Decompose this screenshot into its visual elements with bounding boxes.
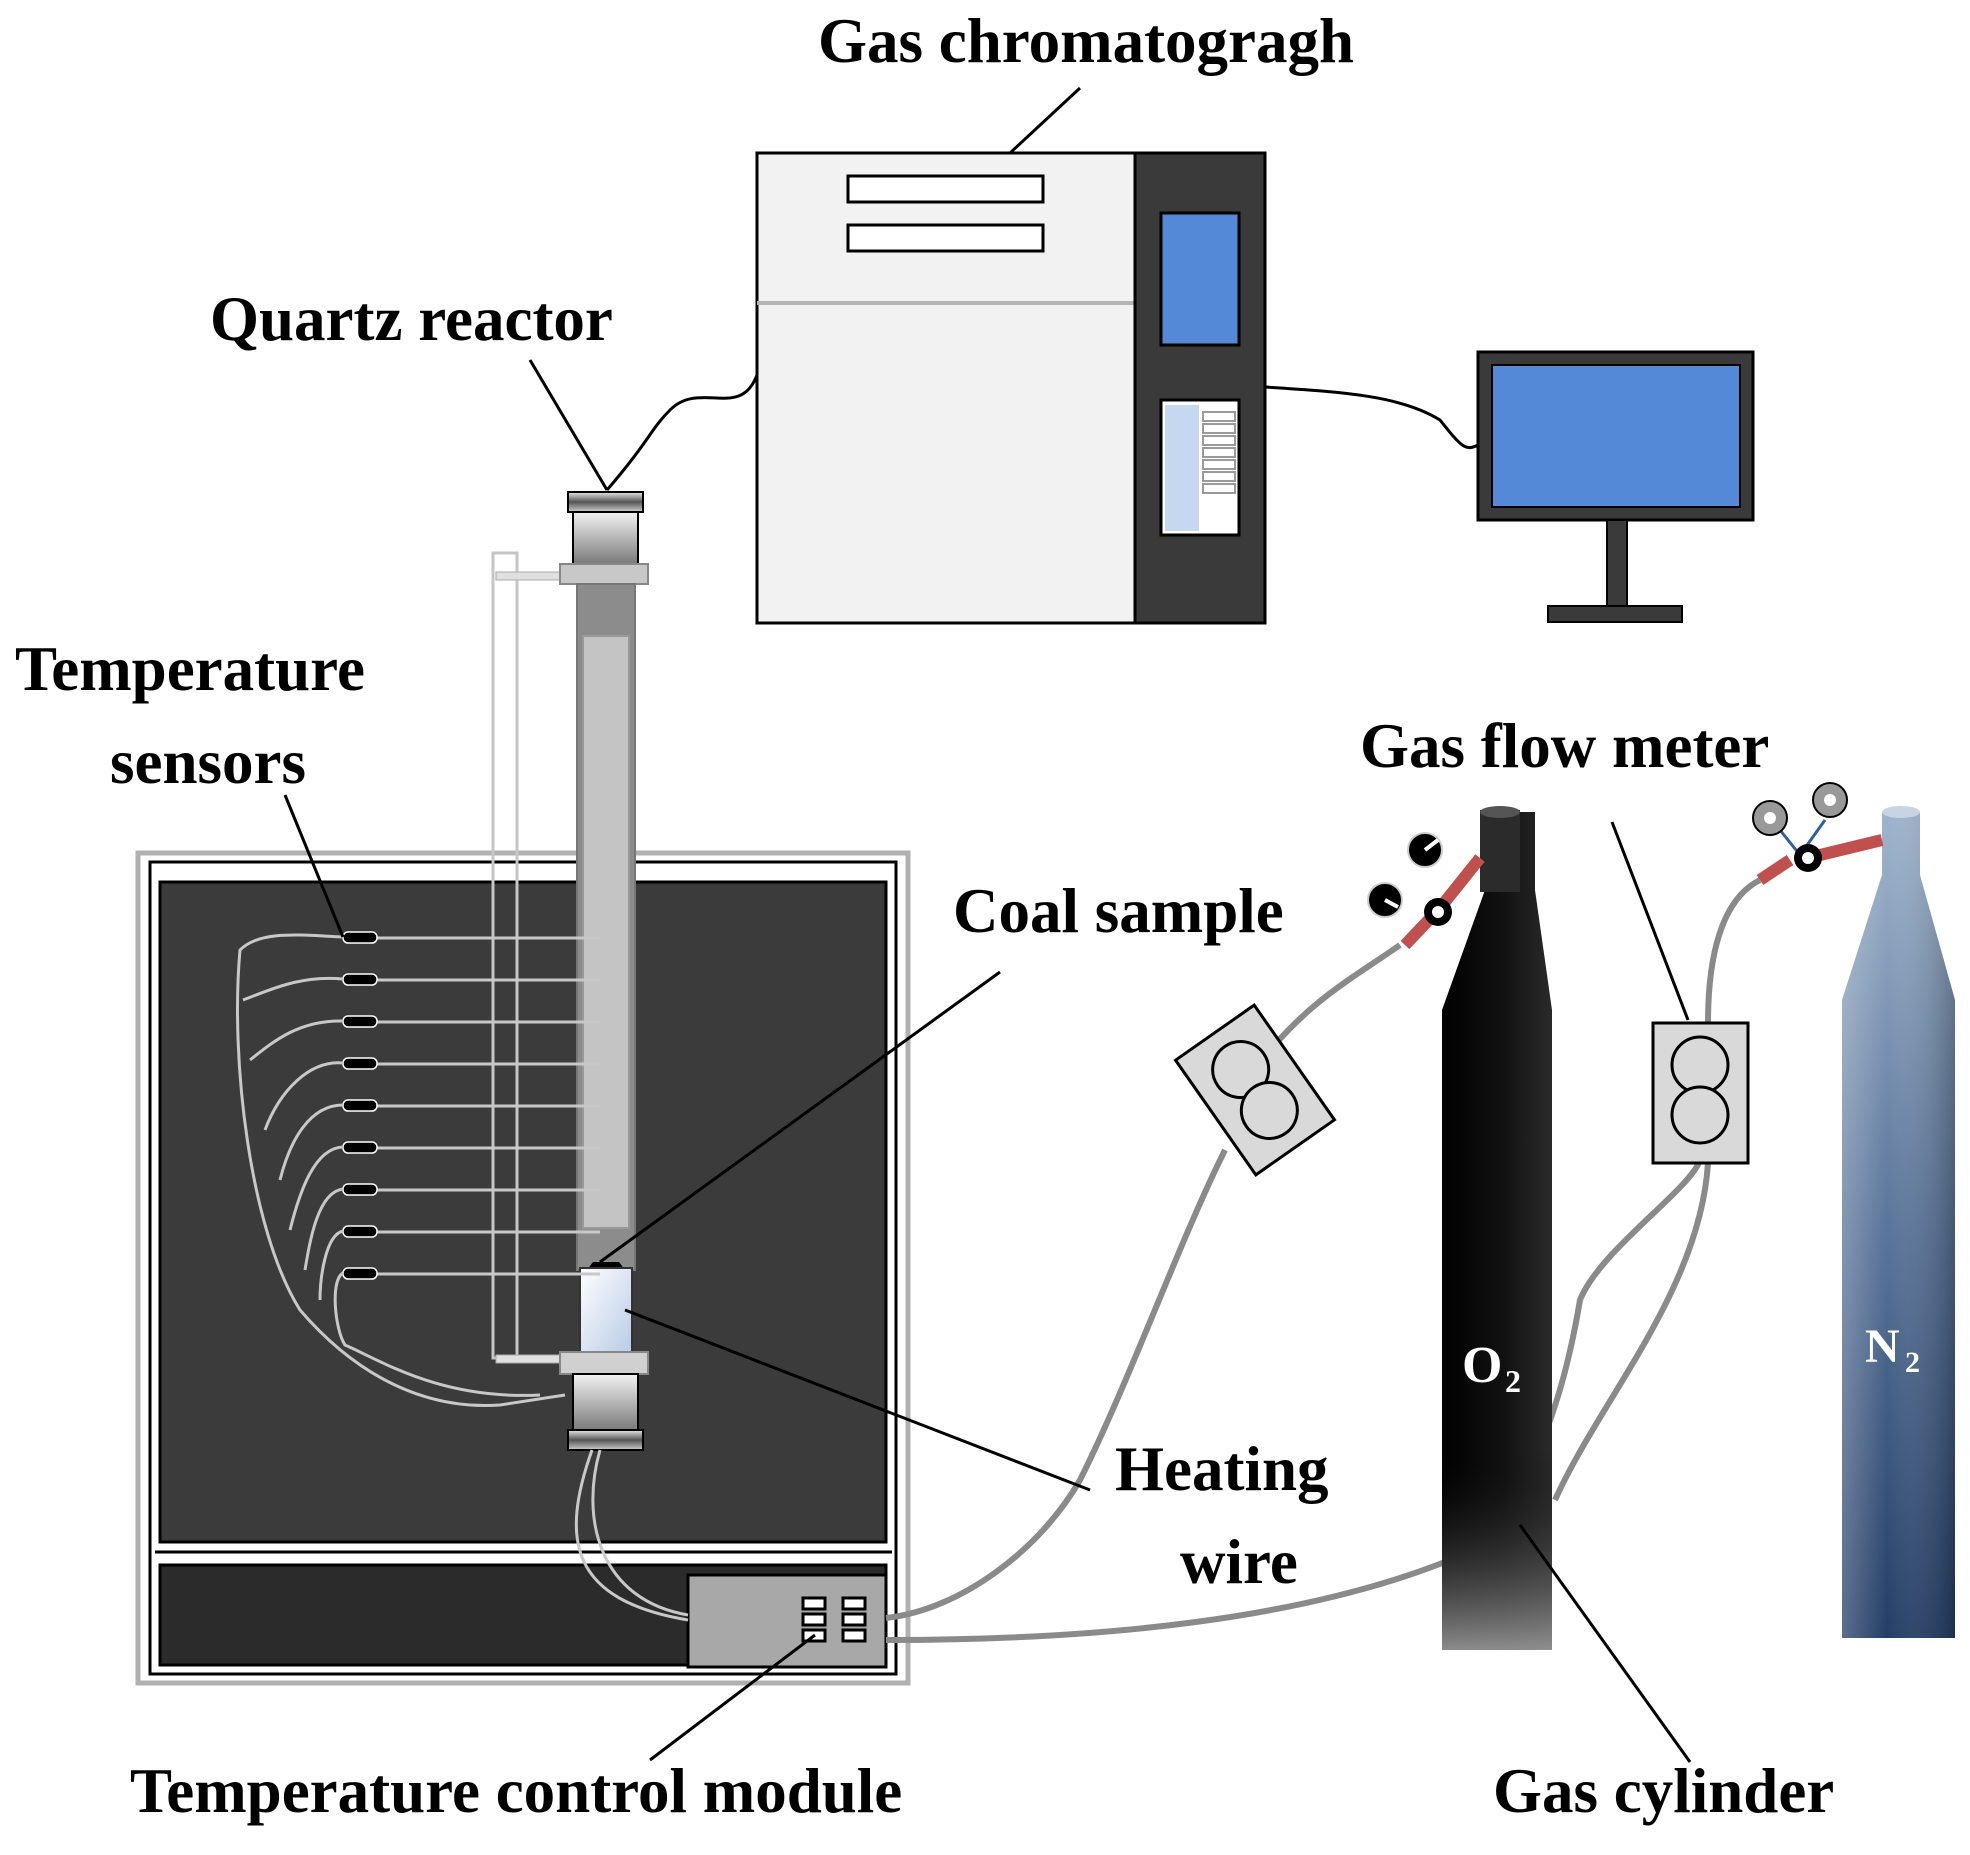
coal-sample-leader [599,970,1001,1264]
gas-flow-meter-label: Gas flow meter [1360,711,1769,781]
nitrogen-gas-line-c [1552,1162,1711,1502]
gc-slot-bottom [846,223,1045,253]
gas-chromatograph-label: Gas chromatogragh [818,6,1354,76]
furnace-enclosure [135,850,911,1686]
gas-cylinder-label: Gas cylinder [1493,1756,1834,1826]
gas-flow-meter-oxygen [1173,1003,1337,1177]
leader-lines [283,86,1692,1763]
coal-sample-label: Coal sample [953,876,1284,946]
heating-wire-lead-1 [574,1449,689,1622]
monitor-base [1547,605,1683,623]
gc-slot-top [846,174,1045,204]
sensor-probe [342,1141,378,1154]
sensor-probe [342,1225,378,1238]
reactor-to-gc-cable [605,374,759,491]
nitrogen-gas-line-b [1705,877,1762,1024]
temperature-control-module-label: Temperature control module [130,1756,902,1826]
gc-to-computer-cable [1264,385,1479,450]
temperature-sensors-label-line1: Temperature [15,634,365,704]
heating-wire-label-line1: Heating [1115,1434,1329,1504]
nitrogen-symbol: N [1865,1320,1900,1373]
sensor-probe [342,1015,378,1028]
gas-chromatograph [755,151,1267,625]
heating-wire-label-line2: wire [1180,1527,1298,1597]
gc-display [1159,211,1241,347]
computer-monitor [1476,350,1755,623]
gas-flow-meter-nitrogen [1651,1021,1750,1165]
nitrogen-regulator [1752,782,1884,885]
temperature-control-module [686,1573,888,1669]
monitor-screen [1491,364,1741,508]
nitrogen-cylinder: N 2 [1842,806,1955,1638]
sensor-probe [342,931,378,944]
quartz-reactor [491,491,649,1451]
heating-wire-leader [624,1308,1091,1492]
reactor-leader [528,359,609,491]
temperature-sensors [236,931,600,1408]
sensor-probe [342,973,378,986]
oxygen-line-to-cylinder [1259,942,1402,1062]
heating-wire-lead-2 [591,1449,689,1617]
quartz-reactor-label: Quartz reactor [210,284,613,354]
oxygen-cylinder: O 2 [1442,806,1552,1650]
sensors-leader [283,794,345,938]
monitor-stand [1606,519,1628,609]
oxygen-regulator [1367,832,1485,950]
oxygen-subscript: 2 [1505,1363,1521,1399]
gc-leader [1008,86,1082,155]
temperature-sensors-label-line2: sensors [110,727,306,797]
oxygen-gas-line [885,1148,1228,1621]
sensor-probe [342,1267,378,1280]
sensor-probe [342,1057,378,1070]
sensor-probe [342,1099,378,1112]
nitrogen-subscript: 2 [1905,1346,1920,1379]
flow-meter-leader [1610,821,1690,1021]
sensor-probe [342,1183,378,1196]
gas-cylinder-leader [1518,1524,1692,1763]
control-module-leader [649,1633,816,1762]
oxygen-symbol: O [1462,1337,1502,1394]
furnace-chamber [158,880,888,1544]
